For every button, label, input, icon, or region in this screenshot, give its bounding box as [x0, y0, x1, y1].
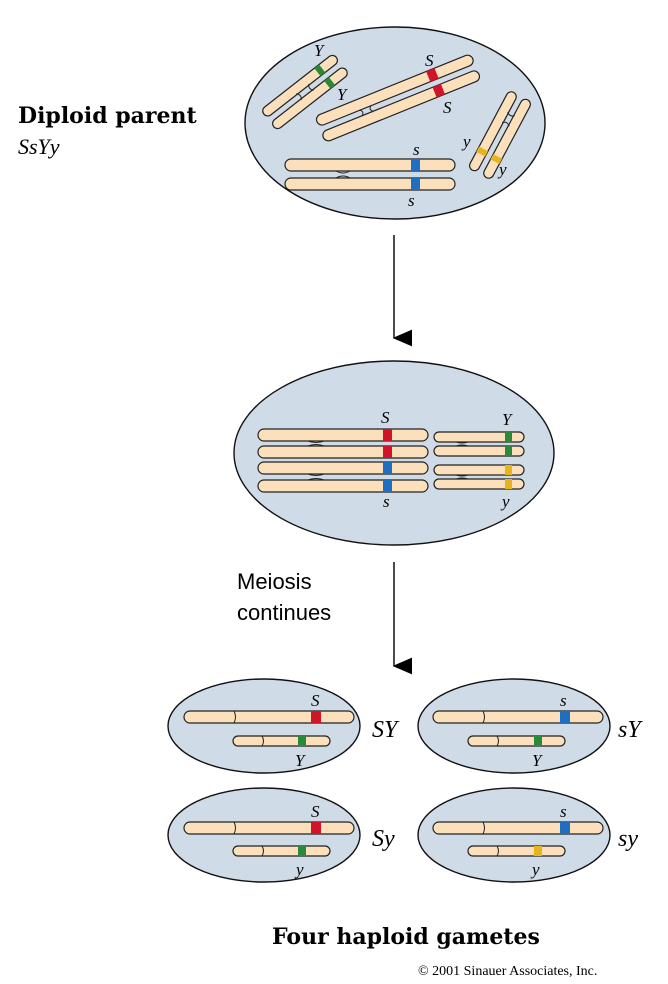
- gamete-Sy: S y: [167, 787, 361, 883]
- chromosome-pair-y: [469, 91, 531, 179]
- gamete-sy-label: sy: [618, 826, 638, 852]
- allele-band-S: [426, 68, 439, 82]
- metaphase-label-S: S: [381, 408, 390, 427]
- metaphase-large-chromosomes: [257, 428, 429, 493]
- gamete-sY: s Y: [417, 678, 611, 774]
- gamete-Sy-label: Sy: [372, 826, 395, 852]
- parent-cell: Y Y S S y y s s: [244, 26, 546, 220]
- gamete-sY-label: sY: [618, 717, 643, 743]
- parent-title: Diploid parent: [18, 103, 197, 129]
- allele-band-S: [311, 711, 321, 723]
- allele-band-Y: [505, 446, 512, 456]
- allele-band-S: [383, 446, 392, 458]
- gamete-sy-big-allele: s: [560, 802, 567, 821]
- allele-band-Y: [314, 64, 326, 77]
- gamete-SY-label: SY: [372, 717, 400, 743]
- allele-band-y: [534, 846, 542, 856]
- gamete-sY-big-allele: s: [560, 691, 567, 710]
- parent-genotype: SsYy: [18, 134, 60, 159]
- allele-band-S: [383, 429, 392, 441]
- gamete-sy: s y: [417, 787, 611, 883]
- allele-label-s-lower: s: [408, 191, 415, 210]
- allele-band-y: [490, 154, 503, 165]
- gamete-sY-small-allele: Y: [532, 751, 543, 770]
- footer-title: Four haploid gametes: [272, 924, 540, 950]
- allele-band-s: [560, 711, 570, 723]
- step-label-meiosis: Meiosis: [237, 569, 312, 594]
- gamete-Sy-small-allele: y: [294, 860, 304, 879]
- gamete-Sy-big-allele: S: [311, 802, 320, 821]
- allele-label-Y-lower: Y: [337, 85, 348, 104]
- allele-label-y-right: y: [497, 160, 507, 179]
- allele-band-s: [383, 480, 392, 492]
- gamete-SY: S Y: [167, 678, 361, 774]
- gamete-SY-big-allele: S: [311, 691, 320, 710]
- allele-band-s: [411, 178, 420, 190]
- allele-label-s-upper: s: [413, 140, 420, 159]
- allele-label-S-lower: S: [443, 98, 452, 117]
- metaphase-cell: S s Y y: [233, 360, 555, 546]
- allele-band-s: [560, 822, 570, 834]
- allele-band-Y: [534, 736, 542, 746]
- chromosome-pair-s: [284, 158, 456, 191]
- gamete-sy-small-allele: y: [530, 860, 540, 879]
- chromosome-pair-S: [315, 54, 481, 142]
- allele-band-y: [505, 465, 512, 475]
- step-label-continues: continues: [237, 600, 331, 625]
- allele-label-y-left: y: [461, 132, 471, 151]
- metaphase-label-y: y: [500, 492, 510, 511]
- gamete-SY-small-allele: Y: [295, 751, 306, 770]
- allele-band-y: [298, 846, 306, 856]
- chromosome-pair-Y: [262, 54, 348, 130]
- allele-label-S-upper: S: [425, 51, 434, 70]
- allele-band-s: [383, 462, 392, 474]
- allele-band-y: [505, 479, 512, 489]
- metaphase-label-s: s: [383, 492, 390, 511]
- allele-band-s: [411, 159, 420, 171]
- allele-band-Y: [298, 736, 306, 746]
- copyright-notice: © 2001 Sinauer Associates, Inc.: [418, 964, 597, 979]
- allele-band-Y: [324, 77, 336, 89]
- allele-label-Y-upper: Y: [314, 41, 325, 60]
- allele-band-y: [476, 146, 488, 157]
- metaphase-label-Y: Y: [502, 410, 513, 429]
- allele-band-Y: [505, 432, 512, 442]
- metaphase-small-chromosomes: [433, 431, 525, 490]
- allele-band-S: [432, 83, 445, 98]
- allele-band-S: [311, 822, 321, 834]
